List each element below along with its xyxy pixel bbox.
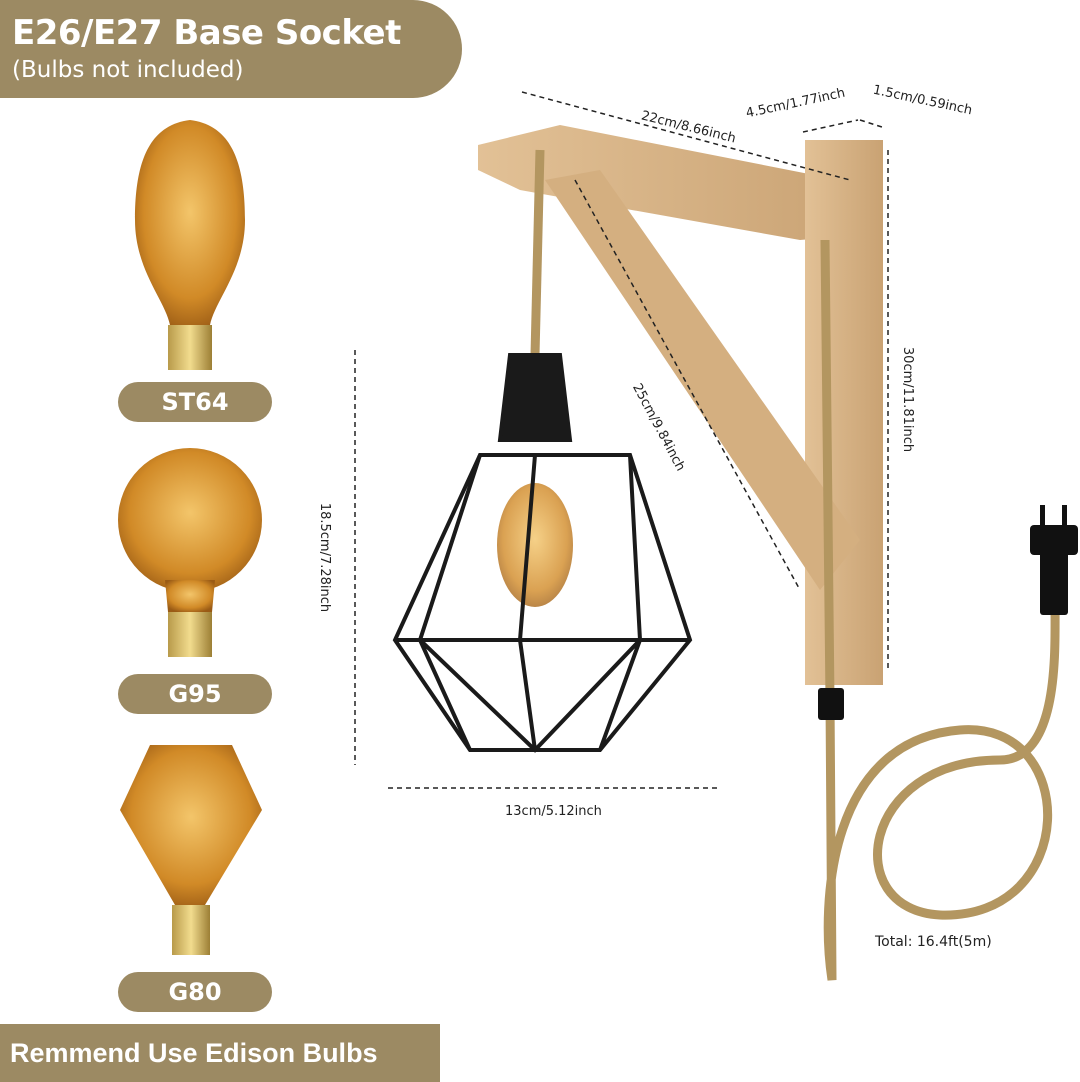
bulb-label-g80: G80 (118, 972, 272, 1012)
recommendation-footer: Remmend Use Edison Bulbs (0, 1024, 440, 1082)
dimension-lines (354, 91, 889, 789)
g95-bulb-image (118, 448, 262, 657)
st64-bulb-image (135, 120, 245, 370)
bulb-label-g95: G95 (118, 674, 272, 714)
header-subtitle: (Bulbs not included) (12, 57, 244, 83)
height-dimension: 30cm/11.81inch (900, 346, 916, 453)
shade-width-dimension: 13cm/5.12inch (505, 804, 602, 819)
g80-bulb-image (120, 745, 262, 955)
cord-length-label: Total: 16.4ft(5m) (875, 934, 992, 950)
socket-header-banner: E26/E27 Base Socket (Bulbs not included) (0, 0, 462, 98)
wood-bracket-image (478, 125, 883, 685)
header-title: E26/E27 Base Socket (12, 13, 401, 53)
shade-height-dimension: 18.5cm/7.28inch (317, 502, 333, 613)
pendant-cage-image (392, 353, 693, 753)
bulb-label-st64: ST64 (118, 382, 272, 422)
